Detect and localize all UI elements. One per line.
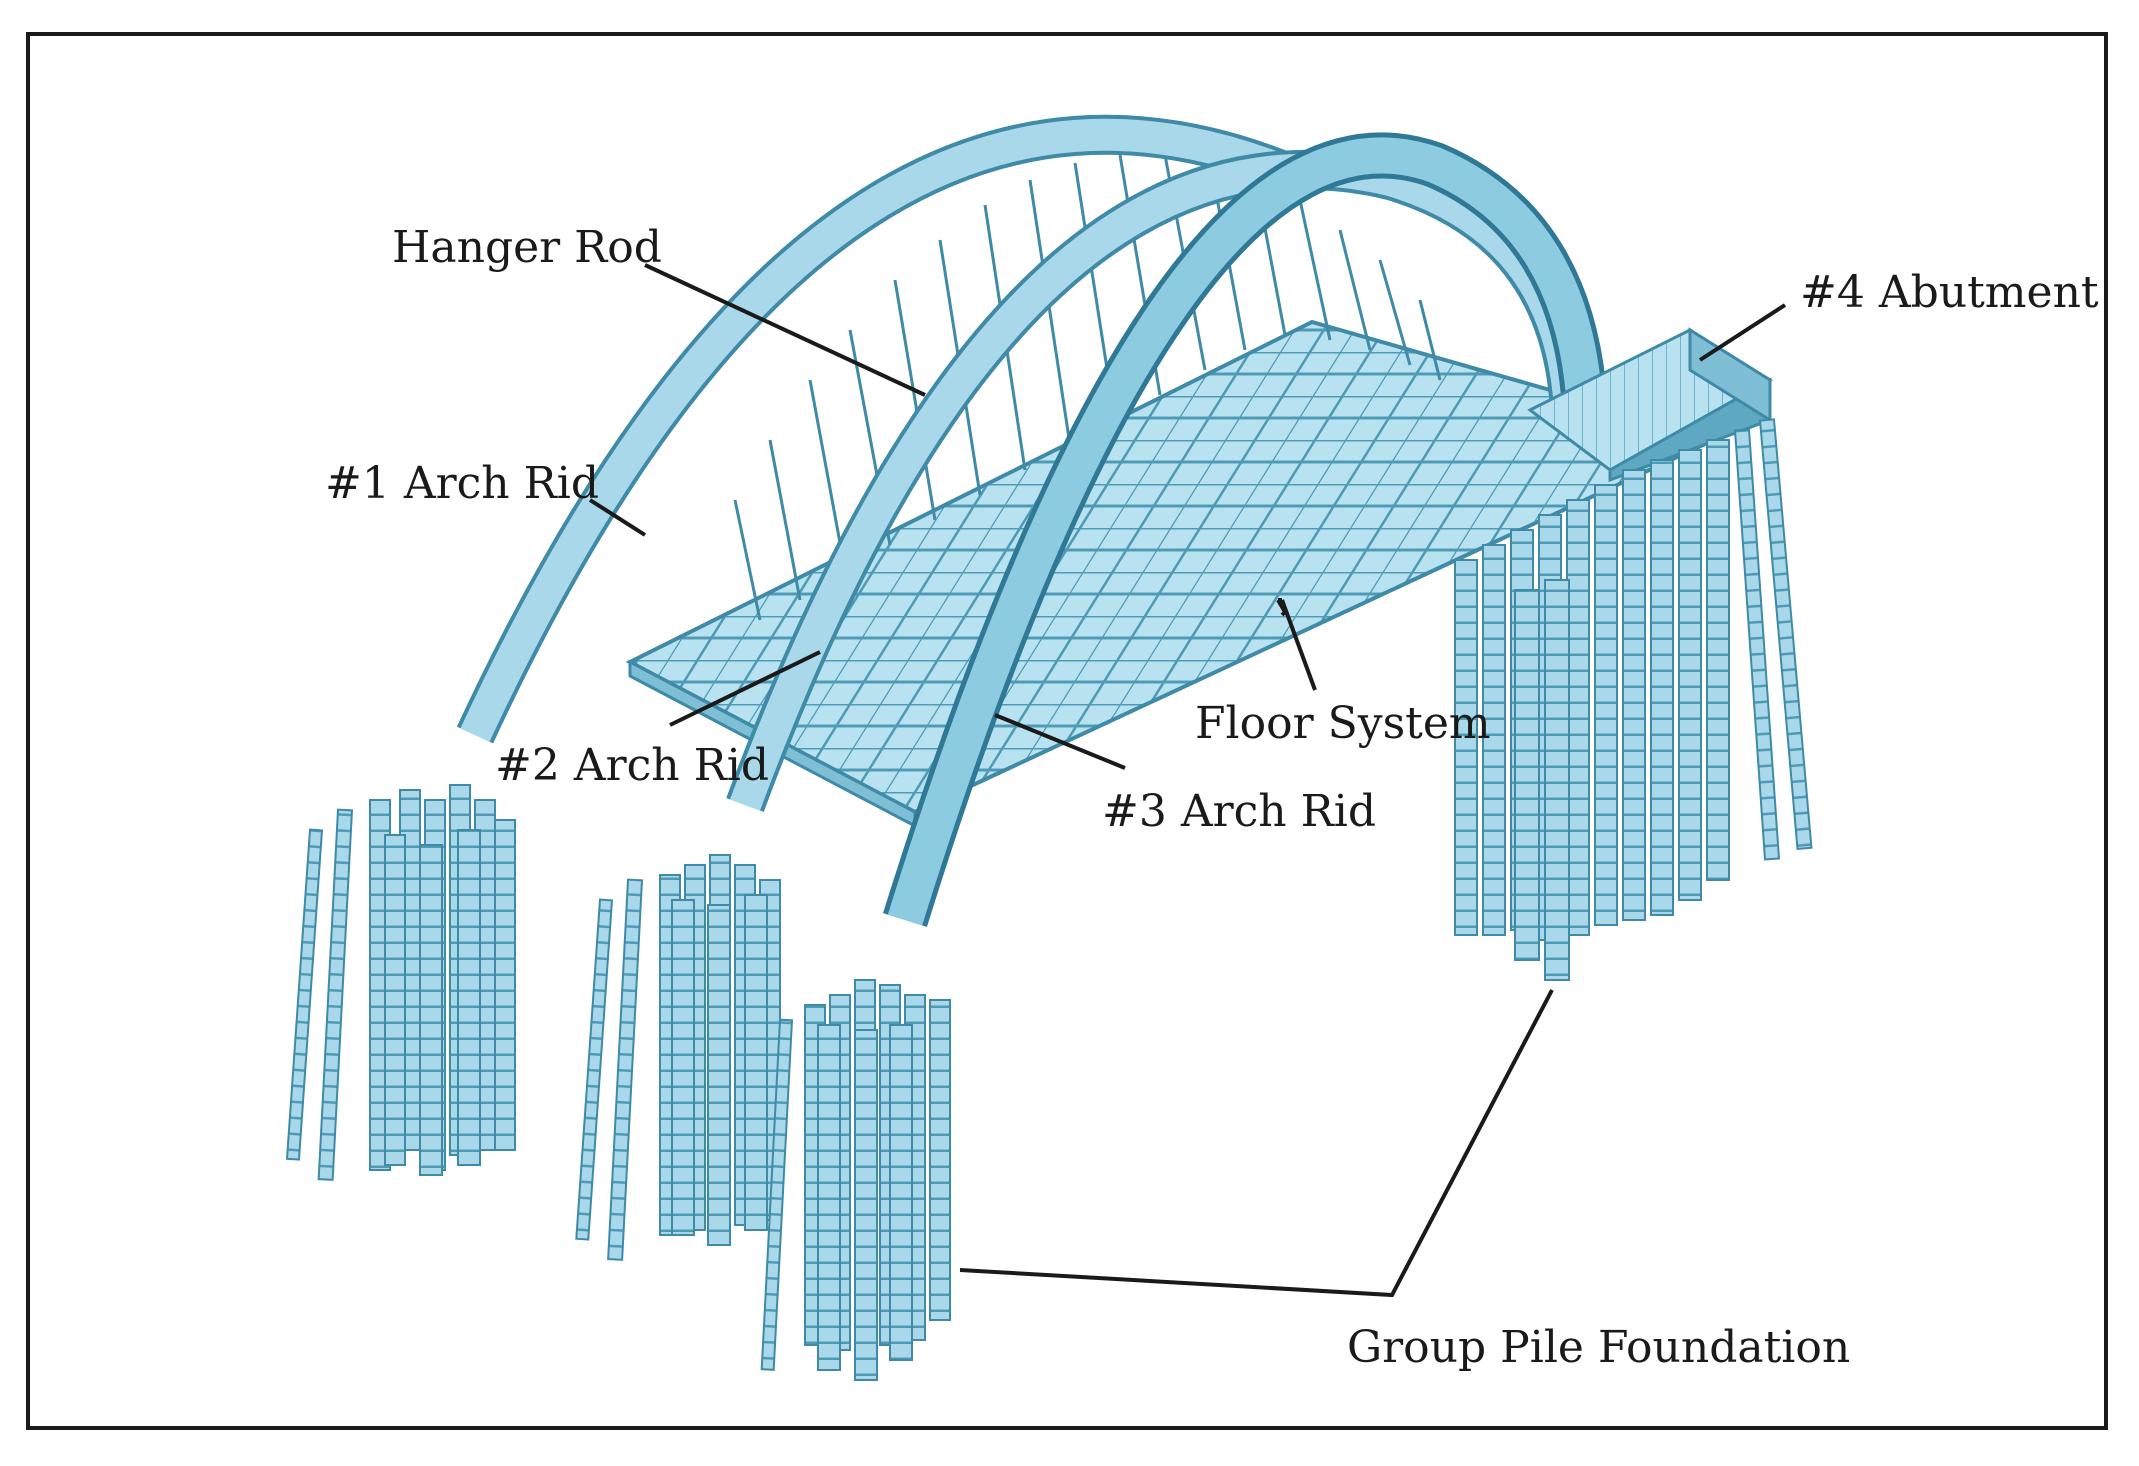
leader-hanger-rod bbox=[644, 263, 926, 397]
label-group-pile-foundation: Group Pile Foundation bbox=[1347, 1322, 1850, 1373]
label-floor-system: Floor System bbox=[1195, 698, 1491, 749]
label-arch-rib-3: #3 Arch Rid bbox=[1102, 786, 1376, 837]
label-arch-rib-1: #1 Arch Rid bbox=[325, 458, 599, 509]
label-abutment-4: #4 Abutment bbox=[1800, 267, 2099, 318]
leader-arch-rib-3 bbox=[994, 713, 1126, 770]
leader-arch-rib-1 bbox=[588, 498, 647, 537]
leader-arch-rib-2 bbox=[669, 650, 821, 727]
leader-floor-system-main bbox=[1280, 599, 1317, 691]
pile-group-middle bbox=[575, 854, 781, 1261]
arch-rib-3 bbox=[883, 132, 1608, 927]
leader-abutment bbox=[1698, 303, 1787, 362]
pile-group-abutment bbox=[1454, 418, 1813, 981]
leader-lines bbox=[588, 263, 1787, 1298]
label-hanger-rod: Hanger Rod bbox=[392, 222, 662, 273]
arch-rib-1 bbox=[456, 114, 1314, 744]
pile-group-left bbox=[285, 784, 516, 1181]
leader-group-pile bbox=[959, 989, 1554, 1298]
label-arch-rib-2: #2 Arch Rid bbox=[495, 740, 769, 791]
pile-group-front bbox=[760, 979, 951, 1381]
